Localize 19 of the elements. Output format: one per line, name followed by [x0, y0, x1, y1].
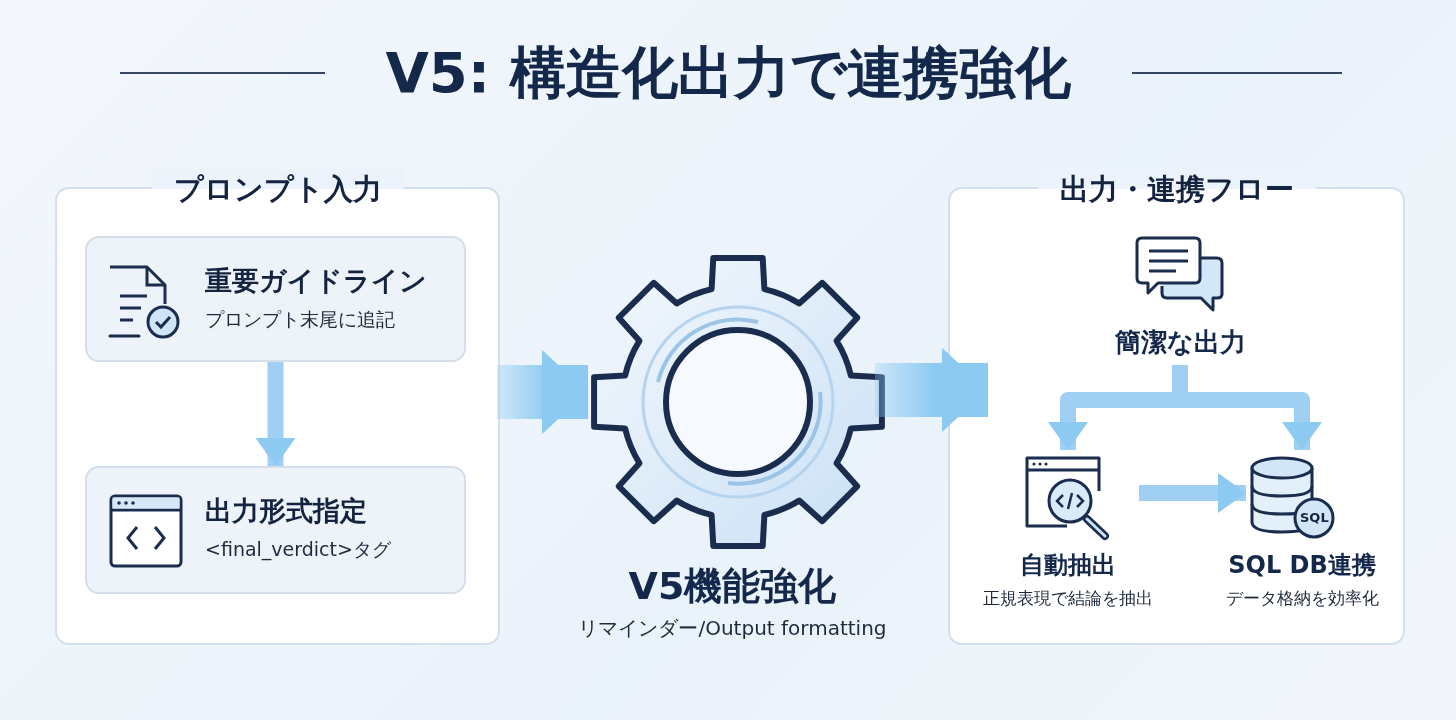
- card-subtitle: プロンプト末尾に追記: [205, 307, 395, 332]
- card-title: 出力形式指定: [205, 494, 367, 528]
- arrow: [497, 350, 588, 434]
- icon-label: SQL: [1300, 510, 1329, 526]
- feature-title: V5機能強化: [627, 563, 838, 610]
- arrow: [1139, 473, 1246, 513]
- title: V5: 構造化出力で連携強化: [384, 39, 1072, 107]
- info-card: [85, 236, 466, 362]
- step-subtitle: 正規表現で結論を抽出: [982, 587, 1154, 610]
- feature-subtitle: リマインダー/Output formatting: [577, 615, 888, 642]
- step-title: 自動抽出: [1019, 550, 1117, 581]
- info-card: [85, 466, 466, 594]
- arrow: [255, 362, 296, 466]
- step-subtitle: データ格納を効率化: [1224, 587, 1380, 610]
- step-title: 簡潔な出力: [1113, 326, 1247, 359]
- card-subtitle: <final_verdict>タグ: [205, 537, 391, 562]
- card-title: 重要ガイドライン: [205, 264, 427, 298]
- arrow: [875, 348, 988, 432]
- step-title: SQL DB連携: [1227, 550, 1377, 581]
